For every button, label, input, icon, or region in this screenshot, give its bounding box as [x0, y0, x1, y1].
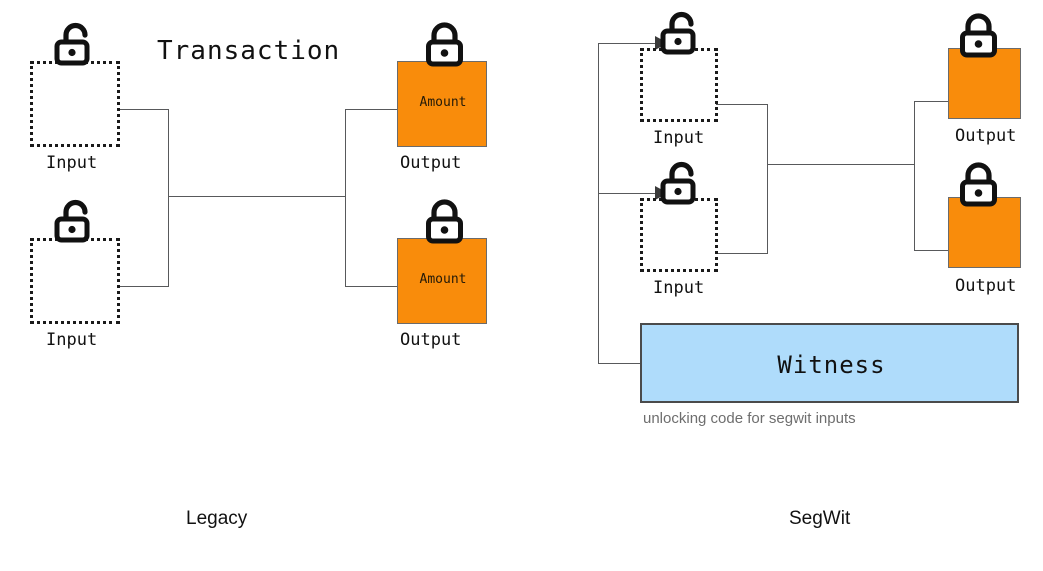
segwit-wire-input2-h: [716, 253, 768, 254]
segwit-output-label-1: Output: [955, 126, 1017, 146]
legacy-output-box-2[interactable]: Amount: [397, 238, 487, 324]
legacy-input-label-2: Input: [46, 330, 98, 350]
legacy-wire-left-bus: [168, 109, 169, 287]
segwit-output-box-1[interactable]: [948, 48, 1021, 119]
segwit-wire-right-bus: [914, 101, 915, 251]
segwit-wire-witness-to-input1: [598, 43, 660, 44]
segwit-output-label-2: Output: [955, 276, 1017, 296]
legacy-input-box-1[interactable]: [30, 61, 120, 147]
segwit-wire-witness-bus: [598, 43, 599, 364]
locked-padlock-icon: [426, 22, 463, 67]
legacy-section-label: Legacy: [186, 508, 248, 529]
locked-padlock-icon: [960, 162, 997, 207]
legacy-output-amount-2: Amount: [419, 272, 467, 287]
segwit-input-label-2: Input: [653, 278, 705, 298]
unlocked-padlock-icon: [660, 161, 696, 205]
segwit-section-label: SegWit: [789, 508, 851, 529]
segwit-wire-left-bus: [767, 104, 768, 254]
legacy-output-label-2: Output: [400, 330, 462, 350]
segwit-input-label-1: Input: [653, 128, 705, 148]
unlocked-padlock-icon: [54, 199, 90, 243]
segwit-wire-output1-h: [914, 101, 950, 102]
segwit-wire-input1-h: [716, 104, 768, 105]
witness-caption: unlocking code for segwit inputs: [643, 410, 856, 427]
legacy-wire-center: [168, 196, 346, 197]
witness-box[interactable]: Witness: [640, 323, 1019, 403]
unlocked-padlock-icon: [660, 11, 696, 55]
segwit-wire-witness-to-input2: [598, 193, 660, 194]
legacy-input-box-2[interactable]: [30, 238, 120, 324]
legacy-input-label-1: Input: [46, 153, 98, 173]
legacy-output-label-1: Output: [400, 153, 462, 173]
locked-padlock-icon: [426, 199, 463, 244]
legacy-wire-input2-h: [117, 286, 169, 287]
legacy-wire-input1-h: [117, 109, 169, 110]
segwit-output-box-2[interactable]: [948, 197, 1021, 268]
segwit-wire-center: [767, 164, 915, 165]
legacy-wire-output2-h: [345, 286, 398, 287]
segwit-wire-witness-connect: [598, 363, 642, 364]
segwit-wire-output2-h: [914, 250, 950, 251]
legacy-output-box-1[interactable]: Amount: [397, 61, 487, 147]
locked-padlock-icon: [960, 13, 997, 58]
legacy-output-amount-1: Amount: [419, 95, 467, 110]
legacy-wire-output1-h: [345, 109, 398, 110]
witness-label: Witness: [777, 351, 886, 379]
unlocked-padlock-icon: [54, 22, 90, 66]
legacy-wire-right-bus: [345, 109, 346, 287]
transaction-title: Transaction: [157, 36, 341, 66]
